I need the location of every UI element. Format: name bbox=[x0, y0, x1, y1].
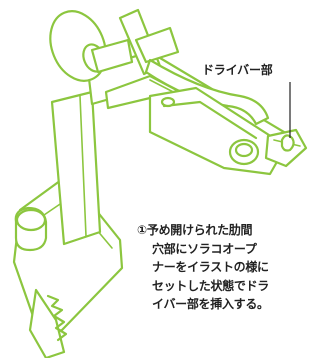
instruction-line-2: 穴部にソラコオープ bbox=[152, 241, 257, 256]
instruction-line-4: セットした状態でドラ bbox=[152, 278, 270, 293]
driver-part-label: ドライバー部 bbox=[202, 63, 273, 77]
lock-knob bbox=[228, 138, 260, 166]
lower-knob bbox=[14, 206, 48, 252]
instruction-line-1: ①予め開けられた肋間 bbox=[137, 223, 253, 237]
step-number: ① bbox=[137, 223, 147, 237]
central-post bbox=[50, 90, 102, 246]
instruction-line-3: ナーをイラストの様に bbox=[152, 260, 269, 274]
driver-tip bbox=[264, 128, 308, 168]
instruction-line-5: イバー部を挿入する。 bbox=[152, 297, 269, 311]
top-knob bbox=[49, 10, 134, 82]
instruction-text: ①予め開けられた肋間 穴部にソラコオープ ナーをイラストの様に セットした状態で… bbox=[137, 221, 269, 314]
upper-post bbox=[118, 8, 180, 76]
